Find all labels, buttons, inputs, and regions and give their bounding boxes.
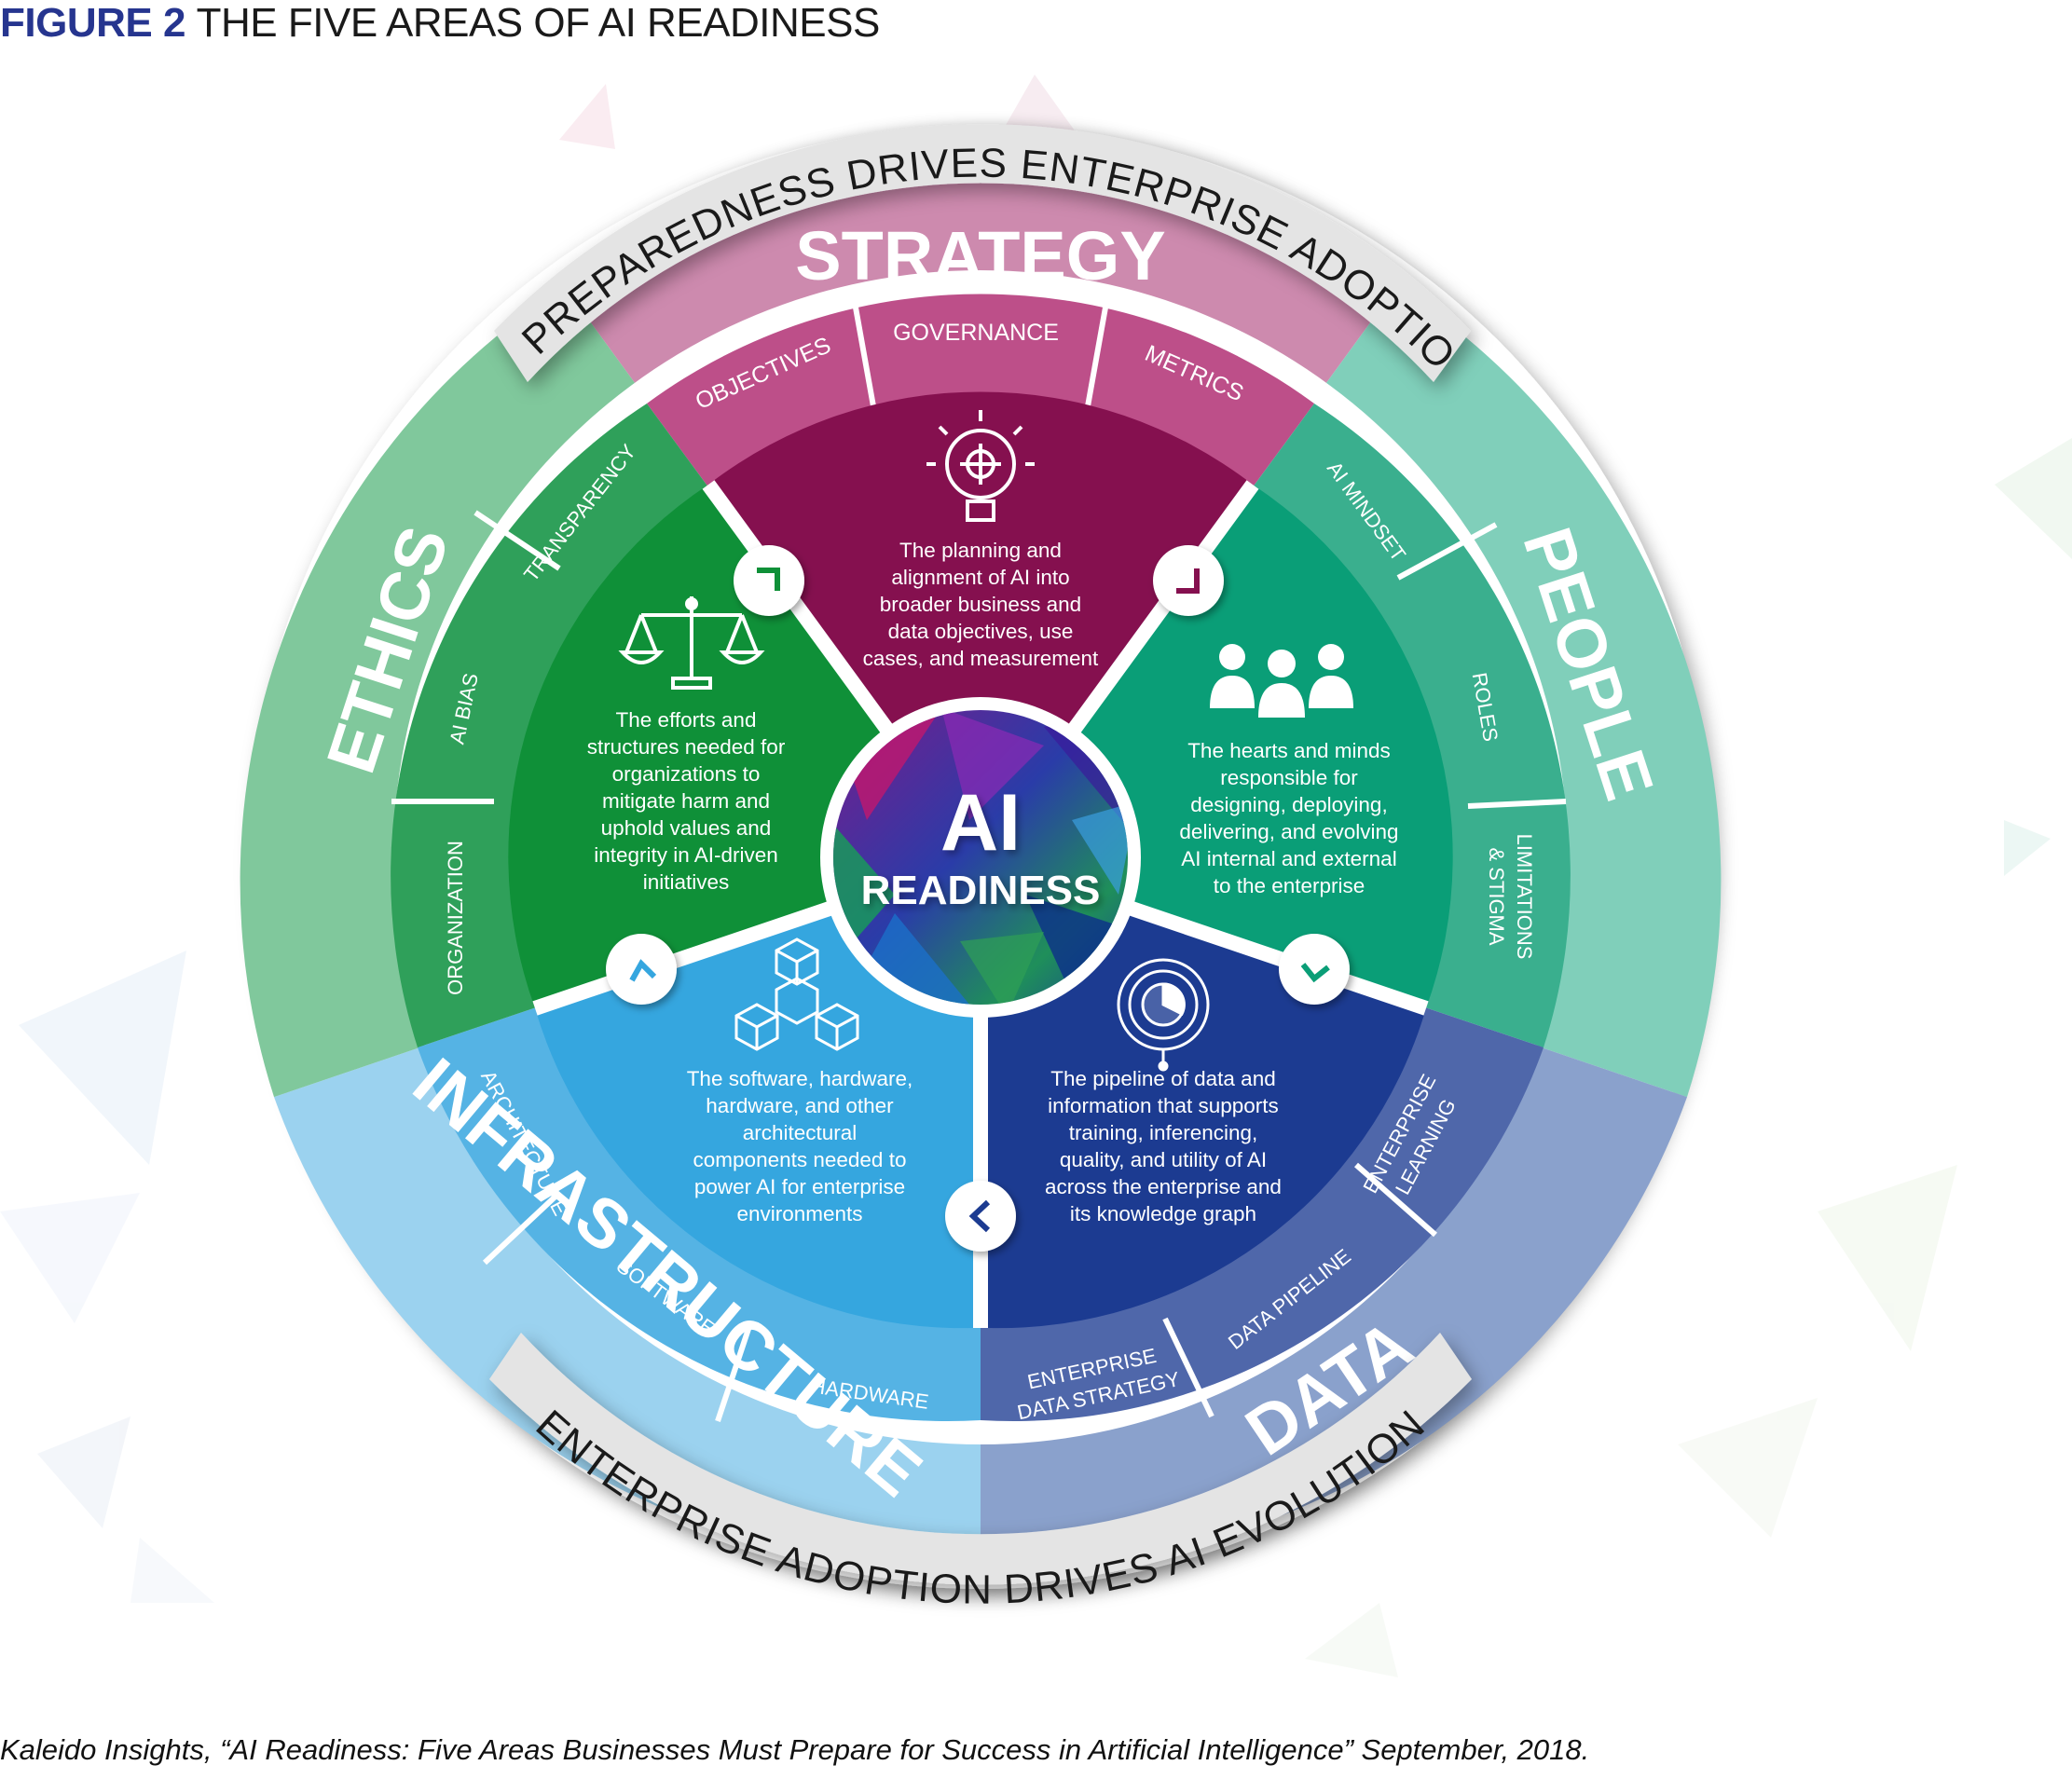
scales-icon — [618, 596, 765, 690]
description-line: structures needed for — [587, 735, 786, 759]
description-line: The pipeline of data and — [1050, 1067, 1275, 1090]
strategy-inner-wedge — [708, 391, 1253, 857]
description-line: organizations to — [612, 762, 761, 786]
figure-number: FIGURE 2 — [0, 0, 185, 46]
people-description: The hearts and minds responsible for des… — [1179, 739, 1398, 897]
strategy-description: The planning and alignment of AI into br… — [863, 539, 1099, 670]
sub-label-limitations: LIMITATIONS — [1513, 834, 1536, 960]
description-line: The efforts and — [616, 708, 757, 732]
description-line: mitigate harm and — [602, 789, 770, 813]
description-line: The software, hardware, — [687, 1067, 913, 1090]
description-line: responsible for — [1220, 766, 1358, 789]
chevron-icon — [629, 959, 657, 982]
description-line: The hearts and minds — [1187, 739, 1391, 762]
chevron-icon — [757, 568, 780, 591]
description-line: data objectives, use — [888, 620, 1074, 643]
description-line: The planning and — [899, 539, 1062, 562]
description-line: quality, and utility of AI — [1060, 1148, 1267, 1171]
sub-label-stigma: & STIGMA — [1485, 847, 1508, 945]
chevron-icon — [1300, 963, 1330, 983]
description-line: to the enterprise — [1214, 874, 1365, 897]
sub-label-governance: GOVERNANCE — [893, 320, 1059, 346]
description-line: delivering, and evolving — [1179, 820, 1398, 843]
center-title-readiness: READINESS — [861, 868, 1101, 913]
figure-title: FIGURE 2 THE FIVE AREAS OF AI READINESS — [0, 0, 880, 47]
figure-title-text: THE FIVE AREAS OF AI READINESS — [196, 0, 881, 46]
description-line: architectural — [743, 1121, 858, 1144]
middle-subdividers — [391, 307, 1567, 1422]
cubes-icon — [734, 937, 859, 1051]
radar-chart-icon — [1117, 958, 1210, 1072]
description-line: cases, and measurement — [863, 647, 1099, 670]
citation-caption: Kaleido Insights, “AI Readiness: Five Ar… — [0, 1733, 1590, 1766]
chevron-badge-strategy-people — [1153, 545, 1224, 616]
description-line: information that supports — [1048, 1094, 1279, 1117]
center-core: AI READINESS — [820, 697, 1141, 1018]
chevron-badge-ethics-strategy — [734, 545, 804, 616]
description-line: alignment of AI into — [891, 566, 1069, 589]
center-title-ai: AI — [940, 778, 1021, 868]
description-line: training, inferencing, — [1069, 1121, 1258, 1144]
chevron-icon — [968, 1199, 991, 1233]
area-name-strategy: STRATEGY — [795, 217, 1165, 294]
chevron-badge-data-infra — [945, 1181, 1016, 1252]
description-line: uphold values and — [601, 816, 772, 840]
lightbulb-icon — [926, 410, 1035, 522]
description-line: environments — [736, 1202, 862, 1225]
infrastructure-description: The software, hardware, hardware, and ot… — [687, 1067, 913, 1225]
description-line: AI internal and external — [1181, 847, 1396, 870]
description-line: power AI for enterprise — [694, 1175, 905, 1198]
chevron-icon — [1176, 568, 1200, 594]
bottom-banner — [489, 1333, 1472, 1585]
description-line: components needed to — [693, 1148, 907, 1171]
description-line: across the enterprise and — [1045, 1175, 1282, 1198]
people-icon — [1210, 644, 1353, 718]
description-line: broader business and — [880, 593, 1081, 616]
description-line: its knowledge graph — [1070, 1202, 1256, 1225]
description-line: hardware, and other — [706, 1094, 894, 1117]
description-line: designing, deploying, — [1190, 793, 1387, 816]
sub-label-organization: ORGANIZATION — [444, 841, 467, 995]
chevron-badge-infra-ethics — [606, 934, 677, 1005]
connector-badges — [606, 545, 1350, 1252]
data-description: The pipeline of data and information tha… — [1045, 1067, 1282, 1225]
ethics-description: The efforts and structures needed for or… — [587, 708, 786, 894]
description-line: integrity in AI-driven — [594, 843, 778, 867]
background-decoration — [0, 75, 2072, 1677]
description-line: initiatives — [643, 870, 730, 894]
chevron-badge-people-data — [1279, 934, 1350, 1005]
top-banner — [494, 124, 1471, 382]
